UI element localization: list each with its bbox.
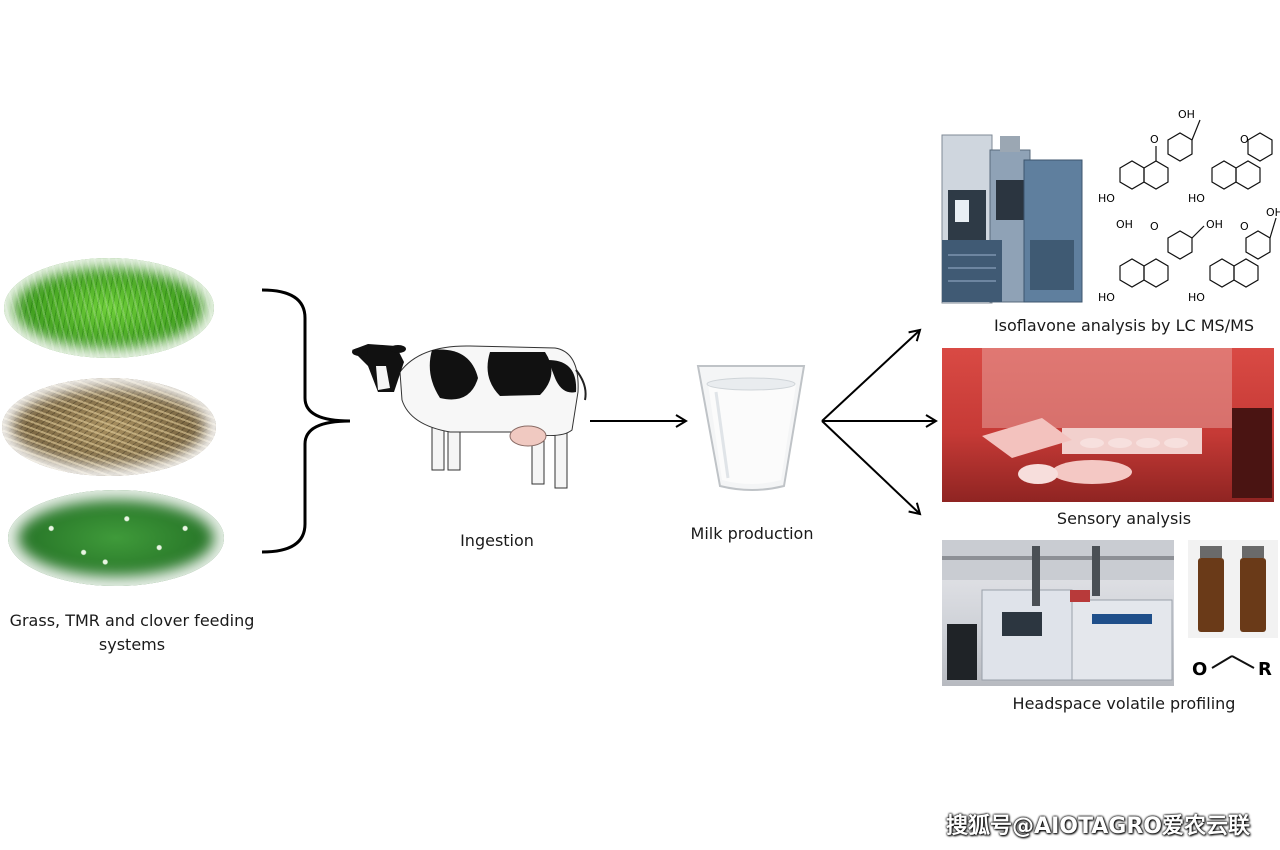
sensory-analysis-label: Sensory analysis — [1056, 509, 1192, 528]
chem-oh-2: OH — [1116, 218, 1133, 231]
chem-oh-1: OH — [1178, 108, 1195, 121]
chem-oh-4: OH — [1266, 206, 1280, 219]
chem-aldehyde-o: O — [1192, 659, 1208, 680]
milk-production-label: Milk production — [690, 524, 814, 543]
chem-o-4: O — [1240, 220, 1249, 233]
ingestion-label: Ingestion — [460, 531, 534, 550]
chem-ho-1: HO — [1098, 192, 1115, 205]
chem-ho-2: HO — [1188, 192, 1205, 205]
chem-o-3: O — [1150, 220, 1159, 233]
arrow-to-isoflavone — [821, 328, 922, 422]
curly-brace — [261, 288, 351, 554]
headspace-volatile-label: Headspace volatile profiling — [1012, 694, 1236, 713]
isoflavone-analysis-label: Isoflavone analysis by LC MS/MS — [993, 316, 1255, 335]
tmr-feed-image — [2, 378, 216, 476]
sensory-lab-photo — [942, 348, 1274, 502]
chem-ho-3: HO — [1098, 291, 1115, 304]
lc-ms-instrument-image — [941, 134, 1083, 304]
aldehyde-structure — [1211, 655, 1255, 669]
chem-aldehyde-r: R — [1258, 659, 1272, 680]
milk-glass-image — [696, 365, 806, 491]
gc-ms-instrument-photo — [942, 540, 1174, 686]
holstein-cow-image — [352, 344, 587, 489]
sample-vials-photo — [1188, 540, 1278, 638]
chem-o-1: O — [1150, 133, 1159, 146]
arrow-to-headspace — [821, 420, 922, 516]
watermark: 搜狐号@AIOTAGRO爱农云联 — [946, 814, 1250, 839]
isoflavone-structures — [1119, 119, 1277, 288]
feeding-systems-label: Grass, TMR and clover feeding systems — [9, 611, 255, 654]
clover-feed-image — [8, 490, 224, 586]
chem-oh-3: OH — [1206, 218, 1223, 231]
chem-o-2: O — [1240, 133, 1249, 146]
chem-ho-4: HO — [1188, 291, 1205, 304]
grass-feed-image — [4, 258, 214, 358]
